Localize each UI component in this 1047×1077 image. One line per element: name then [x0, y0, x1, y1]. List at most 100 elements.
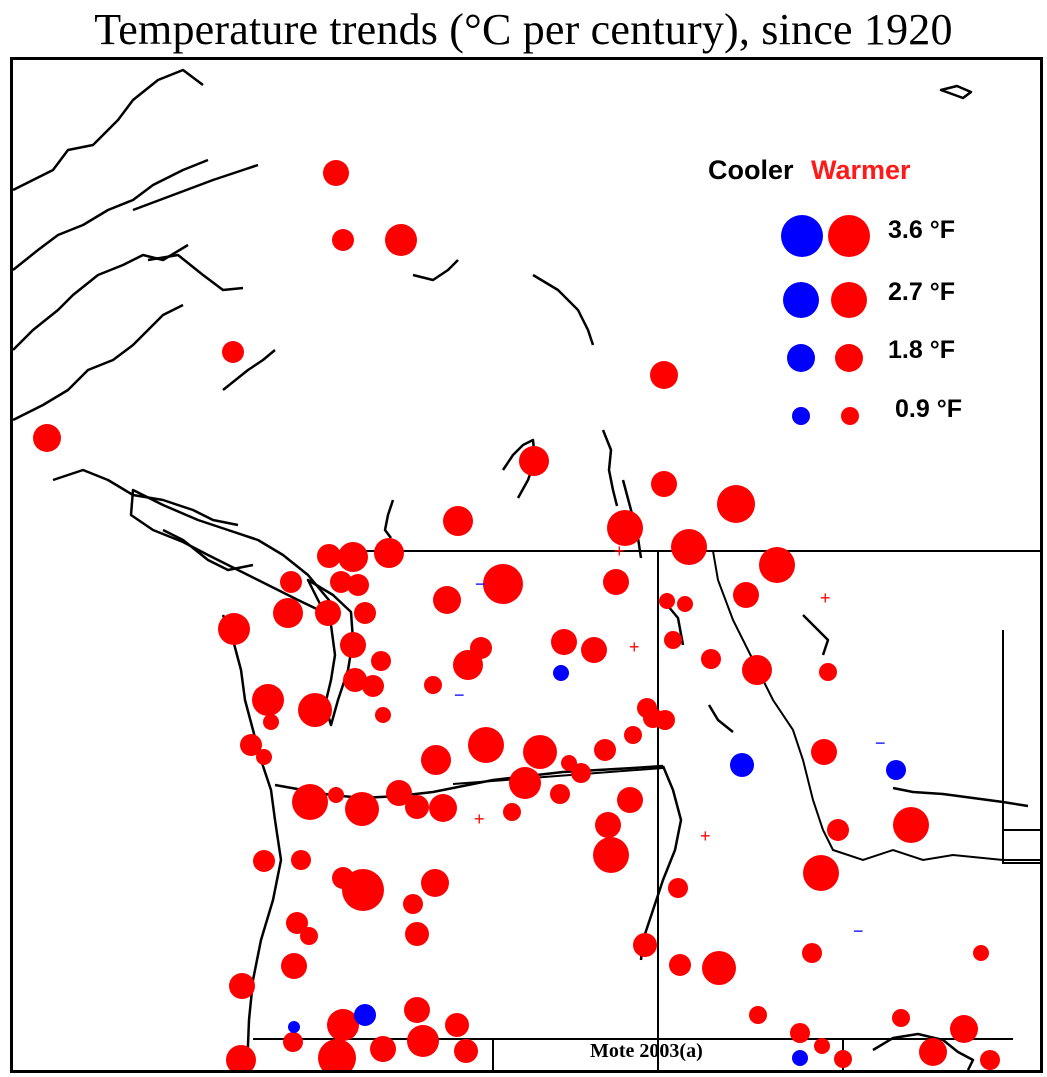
warming-station-circle: [226, 1045, 256, 1070]
cooling-station-circle: [553, 665, 569, 681]
warming-station-circle: [317, 544, 341, 568]
warming-station-circle: [594, 739, 616, 761]
warming-station-circle: [354, 602, 376, 624]
cooling-station-circle: [730, 753, 754, 777]
bc-coast-2: [13, 158, 209, 271]
cooling-circles: [288, 665, 906, 1066]
small-cooling-marker: −: [454, 685, 465, 705]
warming-station-circle: [386, 780, 412, 806]
warming-station-circle: [717, 485, 755, 523]
legend-row-0.9: 0.9 °F: [683, 385, 995, 435]
warming-station-circle: [593, 837, 629, 873]
small-warming-marker: +: [614, 541, 625, 561]
legend-row-3.6: 3.6 °F: [683, 210, 995, 260]
legend-header: Cooler Warmer: [708, 155, 911, 186]
warming-station-circle: [749, 1006, 767, 1024]
warming-station-circle: [454, 1039, 478, 1063]
warming-station-circle: [671, 529, 707, 565]
legend-entry-label: 0.9 °F: [895, 395, 962, 423]
warming-station-circle: [759, 547, 795, 583]
warming-station-circle: [315, 600, 341, 626]
map-title: Temperature trends (°C per century), sin…: [94, 5, 953, 54]
bc-inlet-3: [222, 349, 276, 391]
legend-entry-label: 3.6 °F: [888, 216, 955, 244]
warming-station-circle: [919, 1038, 947, 1066]
warming-station-circle: [291, 850, 311, 870]
cooling-station-circle: [886, 760, 906, 780]
legend-warmer-dot-large: [828, 215, 870, 257]
source-credit: Mote 2003(a): [590, 1040, 703, 1062]
warming-station-circle: [433, 586, 461, 614]
warming-station-circle: [332, 229, 354, 251]
warming-station-circle: [811, 739, 837, 765]
cooling-station-circle: [792, 1050, 808, 1066]
warming-station-circle: [468, 727, 504, 763]
warming-station-circle: [677, 596, 693, 612]
warming-station-circle: [581, 637, 607, 663]
bc-lake-4: [601, 429, 619, 507]
warming-station-circle: [253, 850, 275, 872]
wa-coast: [221, 614, 283, 1070]
warming-station-circle: [342, 869, 384, 911]
warming-station-circle: [607, 510, 643, 546]
legend-entry-label: 2.7 °F: [888, 278, 955, 306]
legend-cooler-dot-medium: [787, 344, 815, 372]
warming-station-circle: [701, 649, 721, 669]
warming-station-circle: [973, 945, 989, 961]
warming-station-circle: [550, 784, 570, 804]
warming-station-circle: [404, 997, 430, 1023]
bc-lake-5: [383, 499, 395, 539]
warming-station-circle: [338, 542, 368, 572]
warming-station-circle: [263, 714, 279, 730]
warming-station-circle: [893, 807, 929, 843]
warming-station-circle: [292, 784, 328, 820]
mt-river: [892, 786, 1029, 808]
legend-cooler-dot-small: [792, 407, 810, 425]
warming-station-circle: [300, 927, 318, 945]
warming-station-circle: [742, 655, 772, 685]
legend-warmer-dot-small: [841, 407, 859, 425]
warming-station-circle: [803, 855, 839, 891]
legend-cooler-dot-large: [781, 215, 823, 257]
small-cooling-marker: −: [475, 574, 486, 594]
warming-station-circle: [33, 424, 61, 452]
warming-station-circle: [445, 1013, 469, 1037]
warming-station-circle: [802, 943, 822, 963]
cooling-station-circle: [288, 1021, 300, 1033]
warming-station-circle: [509, 767, 541, 799]
id-lake-2: [707, 704, 734, 733]
small-cooling-marker: −: [875, 733, 886, 753]
small-warming-marker: +: [700, 826, 711, 846]
legend-warmer-dot-medium-large: [831, 282, 867, 318]
warming-station-circle: [405, 795, 429, 819]
warming-station-circle: [347, 574, 369, 596]
warming-station-circle: [650, 361, 678, 389]
map-frame: +++++−−−−: [10, 57, 1043, 1073]
warming-station-circle: [328, 787, 344, 803]
legend-row-1.8: 1.8 °F: [683, 330, 995, 380]
warming-station-circle: [330, 571, 352, 593]
warming-station-circle: [327, 1009, 359, 1041]
mt-wy-border: [1002, 630, 1040, 864]
warming-station-circle: [229, 973, 255, 999]
wa-or-border: [452, 767, 664, 785]
warming-station-circle: [407, 1025, 439, 1057]
legend-warmer-dot-medium: [835, 344, 863, 372]
warming-station-circle: [633, 933, 657, 957]
warming-circles: [33, 160, 1000, 1070]
warming-station-circle: [286, 912, 308, 934]
bc-coast-4: [13, 303, 184, 422]
bc-lake-3: [501, 438, 537, 499]
warming-station-circle: [421, 745, 451, 775]
small-markers: +++++−−−−: [454, 541, 886, 941]
warming-station-circle: [624, 726, 642, 744]
warming-station-circle: [280, 571, 302, 593]
warming-station-circle: [892, 1009, 910, 1027]
warming-station-circle: [571, 763, 591, 783]
bc-lake-1: [412, 259, 459, 282]
warming-station-circle: [655, 710, 675, 730]
warming-station-circle: [371, 651, 391, 671]
warming-station-circle: [950, 1015, 978, 1043]
legend-warmer-label: Warmer: [811, 155, 911, 185]
warming-station-circle: [218, 613, 250, 645]
